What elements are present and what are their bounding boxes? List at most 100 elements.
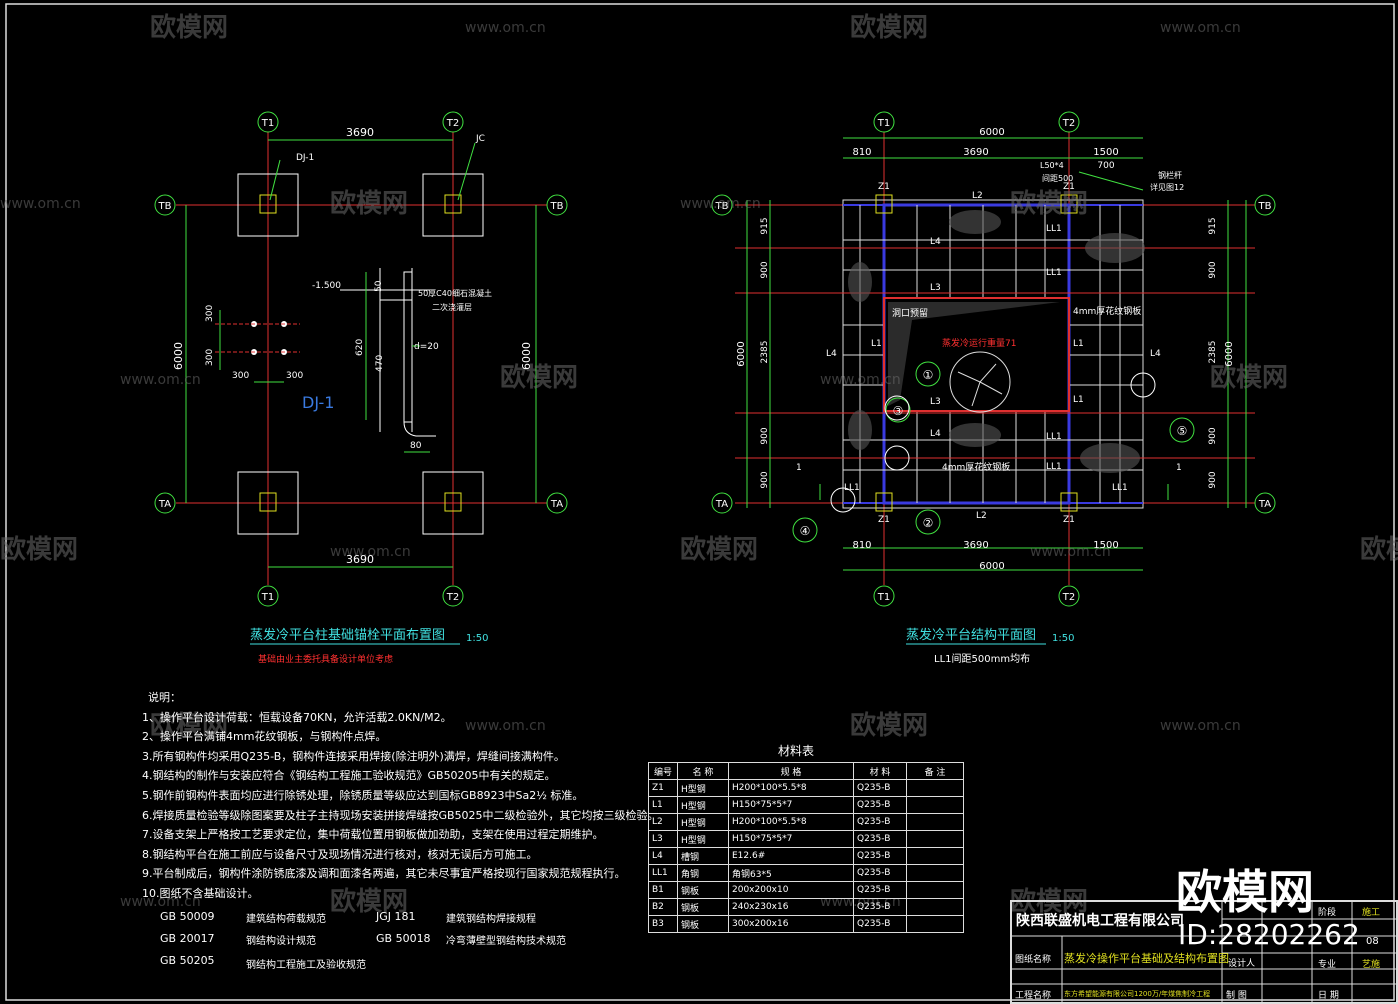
l4-a: L4	[930, 237, 941, 247]
axis-bubble-tb: TB	[546, 194, 568, 216]
materials-header-row: 编号 名 称 规 格 材 料 备 注	[648, 762, 964, 780]
note-9: 9.平台制成后，钢构件涂防锈底漆及调和面漆各两遍，其它未尽事宜严格按现行国家规范…	[142, 867, 626, 881]
right-subtitle: LL1间距500mm均布	[934, 652, 1030, 665]
dj-detail-label: DJ-1	[302, 393, 334, 412]
tb-company: 陕西联盛机电工程有限公司	[1016, 913, 1184, 929]
std-code-4: GB 50018	[376, 932, 431, 945]
brand-watermark-tile: 欧模网	[500, 362, 578, 393]
axis-bubble-ta: TA	[546, 492, 568, 514]
id-watermark: ID:28202262	[1178, 918, 1360, 951]
left-dim-right: 6000	[520, 342, 533, 370]
r-bot-total: 6000	[979, 561, 1004, 572]
tb-drawing-label: 图纸名称	[1015, 955, 1052, 965]
site-watermark-tile: www.om.cn	[330, 544, 411, 560]
col-header: 名 称	[677, 762, 729, 780]
hole-label: 洞口预留	[892, 307, 928, 319]
brand-watermark-tile: 欧模网	[680, 534, 758, 565]
material-cell: H150*75*5*7	[728, 830, 854, 848]
detail-ring	[1130, 372, 1156, 398]
material-cell: 300x200x16	[728, 915, 854, 933]
std-name-1: 建筑结构荷载规范	[246, 914, 326, 925]
r-right-b: 900	[1208, 261, 1218, 278]
r-right-dims: 6000 915 900 2385 900 900	[1208, 217, 1235, 488]
left-dim-bottom: 3690	[346, 553, 374, 566]
svg-text:⑤: ⑤	[1177, 424, 1188, 438]
left-scale: 1:50	[466, 633, 488, 644]
axis-bubble-tb: TB	[154, 194, 176, 216]
material-cell: L4	[648, 847, 678, 865]
material-cell: 槽钢	[677, 847, 729, 865]
tb-major: 专业	[1318, 960, 1337, 970]
r-rail-note: 钢栏杆	[1158, 170, 1182, 180]
svg-text:T2: T2	[1062, 592, 1075, 603]
brand-watermark-tile: 欧模网	[150, 12, 228, 43]
ll1-a: LL1	[1046, 224, 1062, 234]
std-name-4: 冷弯薄壁型钢结构技术规范	[446, 936, 566, 947]
d-label: d=20	[414, 342, 439, 352]
axis-bubble-t1: T1	[873, 111, 895, 133]
drawing-frame	[5, 3, 1395, 1001]
site-watermark-tile: www.om.cn	[1160, 20, 1241, 36]
ll1-f: LL1	[844, 483, 860, 493]
material-cell	[906, 830, 964, 848]
material-cell: Q235-B	[853, 847, 907, 865]
l4-left: L4	[826, 349, 837, 359]
callout-3: ③	[885, 397, 911, 423]
svg-text:TA: TA	[1258, 499, 1271, 510]
material-cell: L1	[648, 796, 678, 814]
svg-text:②: ②	[923, 516, 934, 530]
right-structure-plan	[735, 132, 1255, 585]
note-5: 5.钢作前钢构件表面均应进行除锈处理，除锈质量等级应达到国标GB8923中Sa2…	[142, 788, 584, 802]
material-cell	[906, 864, 964, 882]
jc-label: JC	[475, 134, 485, 144]
r-right-d: 900	[1208, 427, 1218, 444]
material-cell: LL1	[648, 864, 678, 882]
std-name-5: 钢结构工程施工及验收规范	[246, 960, 366, 971]
axis-bubble-tb: TB	[711, 194, 733, 216]
z1-tl: Z1	[878, 182, 890, 192]
r-left-b: 900	[760, 261, 770, 278]
ll1-d: LL1	[1046, 462, 1062, 472]
material-cell: 200x200x10	[728, 881, 854, 899]
r-top-total: 6000	[979, 127, 1004, 138]
left-dim-left: 6000	[172, 342, 185, 370]
brand-watermark-tile: 欧模网	[1010, 188, 1088, 219]
r-bot-a: 810	[852, 540, 871, 551]
general-notes: 说明： 1、操作平台设计荷载：恒载设备70KN，允许活载2.0KN/M2。 2、…	[142, 688, 659, 904]
l2-top: L2	[972, 191, 983, 201]
r-left-total: 6000	[736, 341, 747, 366]
l1-right: L1	[1073, 339, 1084, 349]
r-rail-note-2: 详见图12	[1150, 182, 1184, 192]
axis-bubble-t1: T1	[257, 585, 279, 607]
svg-text:T1: T1	[261, 118, 274, 129]
l1-r2: L1	[1073, 395, 1084, 405]
detail-ring	[884, 445, 910, 471]
l1-left: L1	[871, 339, 882, 349]
material-cell: Q235-B	[853, 779, 907, 797]
material-cell: B2	[648, 898, 678, 916]
tb-check: 制 图	[1226, 991, 1247, 1001]
h3-label: 470	[375, 355, 385, 372]
brand-watermark-tile: 欧模网	[1360, 534, 1398, 565]
site-watermark-tile: www.om.cn	[120, 894, 201, 910]
notes-heading: 说明：	[148, 691, 181, 704]
material-cell: Q235-B	[853, 864, 907, 882]
l3-b: L3	[930, 397, 941, 407]
grout-label: 50厚C40细石混凝土	[418, 288, 492, 298]
ll1-e: LL1	[1112, 483, 1128, 493]
material-cell: E12.6#	[728, 847, 854, 865]
r-top-d: 700	[1097, 161, 1114, 171]
tb-designer: 设计人	[1228, 959, 1256, 969]
note-6: 6.焊接质量检验等级除图案要及柱子主持现场安装拼接焊缝按GB5025中二级检验外…	[142, 808, 659, 822]
z1-tr: Z1	[1063, 182, 1075, 192]
r-right-a: 915	[1208, 217, 1218, 234]
sec-right: 1	[1176, 463, 1182, 473]
